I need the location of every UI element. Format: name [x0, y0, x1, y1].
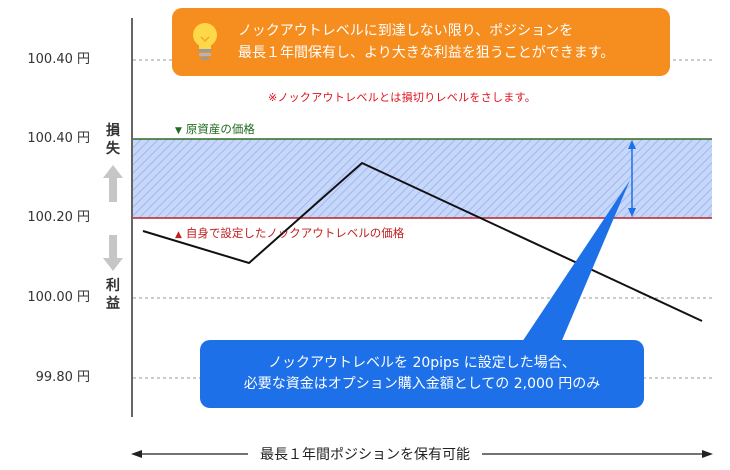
y-label: 100.40 円	[27, 52, 90, 67]
top-callout-line1: ノックアウトレベルに到達しない限り、ポジションを	[238, 23, 574, 39]
knockout-note: ※ノックアウトレベルとは損切りレベルをさします。	[268, 91, 537, 104]
risk-band	[133, 139, 712, 218]
profit-arrow-icon	[103, 235, 123, 271]
triangle-up-icon: ▲	[175, 230, 182, 240]
y-label: 100.40 円	[27, 131, 90, 146]
top-callout-line2: 最長１年間保有し、より大きな利益を狙うことができます。	[238, 45, 615, 61]
callout-pointer	[520, 180, 630, 345]
price-path	[142, 161, 703, 322]
knockout-level-text: 自身で設定したノックアウトレベルの価格	[185, 226, 405, 240]
capital-callout-line1: ノックアウトレベルを 20pips に設定した場合、	[268, 355, 576, 371]
holding-period-text: 最長１年間ポジションを保有可能	[248, 447, 482, 463]
loss-label: 損失	[103, 122, 123, 158]
triangle-down-icon: ▼	[175, 126, 182, 136]
loss-arrow-icon	[103, 165, 123, 202]
top-callout: ノックアウトレベルに到達しない限り、ポジションを 最長１年間保有し、より大きな利…	[172, 8, 670, 76]
original-price-text: 原資産の価格	[185, 122, 255, 136]
knockout-level-label: ▲自身で設定したノックアウトレベルの価格	[175, 225, 404, 241]
holding-arrow-head-right	[702, 450, 713, 458]
holding-period-label: 最長１年間ポジションを保有可能	[0, 444, 730, 464]
capital-callout: ノックアウトレベルを 20pips に設定した場合、 必要な資金はオプション購入…	[200, 340, 644, 408]
profit-text: 利益	[106, 278, 120, 312]
holding-arrow-head-left	[131, 450, 142, 458]
lightbulb-icon	[193, 23, 217, 60]
original-price-label: ▼原資産の価格	[175, 121, 255, 137]
loss-text: 損失	[106, 123, 120, 157]
y-label: 99.80 円	[35, 370, 90, 385]
range-arrow-head-up	[628, 140, 636, 149]
capital-callout-line2: 必要な資金はオプション購入金額としての 2,000 円のみ	[243, 376, 601, 392]
profit-label: 利益	[103, 277, 123, 313]
y-label: 100.00 円	[27, 290, 90, 305]
range-arrow-head-down	[628, 208, 636, 217]
y-label: 100.20 円	[27, 210, 90, 225]
